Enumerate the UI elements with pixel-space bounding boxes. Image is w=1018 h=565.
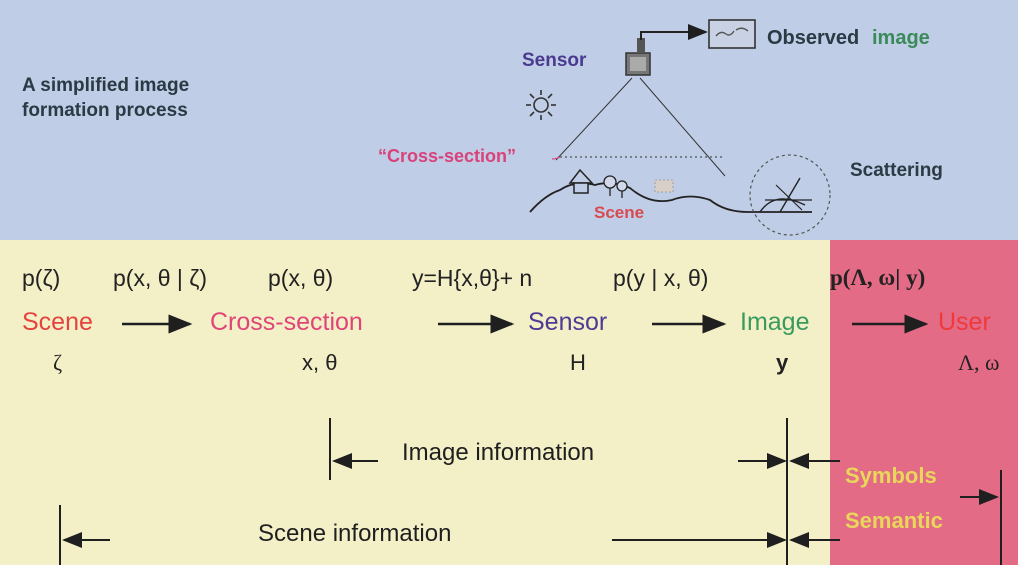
sun-icon	[526, 90, 556, 120]
symbols-label: Symbols	[845, 463, 937, 488]
stage-user: User	[938, 308, 991, 336]
scattering-label: Scattering	[850, 160, 943, 181]
stage-sensor: Sensor	[528, 308, 608, 336]
symbol-user: Λ, ω	[958, 350, 1000, 375]
observed-image-word-label: image	[872, 27, 930, 49]
cross-section-pointer	[551, 156, 561, 160]
user-information-span	[960, 470, 1002, 565]
scattering-circle	[749, 154, 831, 236]
cross-section-illustration-label: “Cross-section”	[378, 146, 517, 166]
sensor-field-of-view	[555, 77, 726, 177]
scene-illustration-label: Scene	[594, 203, 645, 222]
sensor-output-arrow	[640, 24, 708, 40]
tree-icon	[603, 175, 628, 198]
formula-user: p(Λ, ω| y)	[830, 265, 926, 290]
formula-scene: p(ζ)	[22, 265, 61, 291]
observed-image-icon	[708, 19, 756, 49]
intro-title-line2: formation process	[22, 100, 188, 121]
image-information-label: Image information	[402, 439, 595, 466]
symbol-sensor: H	[570, 350, 586, 375]
stage-image: Image	[740, 308, 810, 336]
scene-terrain	[529, 182, 812, 213]
scene-information-span	[59, 505, 840, 565]
field-patch	[654, 179, 674, 193]
formula-sensor: y=H{x,θ}+ n	[412, 265, 533, 291]
scene-information-label: Scene information	[258, 520, 452, 547]
sensor-camera-icon	[625, 38, 651, 76]
user-panel	[830, 240, 1018, 565]
sensor-illustration-label: Sensor	[522, 50, 587, 71]
symbol-scene: ζ	[53, 350, 63, 375]
symbol-cross-section: x, θ	[302, 350, 338, 375]
stage-scene: Scene	[22, 308, 93, 336]
symbol-image: y	[776, 350, 789, 375]
semantic-label: Semantic	[845, 508, 943, 533]
stage-cross-section: Cross-section	[210, 308, 363, 336]
formula-image: p(y | x, θ)	[613, 265, 709, 291]
image-information-span	[329, 418, 840, 565]
formula-cross-section-prior: p(x, θ)	[268, 265, 334, 291]
formula-cross-section: p(x, θ | ζ)	[113, 265, 208, 291]
observed-label: Observed	[767, 27, 860, 49]
house-icon	[568, 168, 594, 194]
intro-title-line1: A simplified image	[22, 75, 190, 96]
